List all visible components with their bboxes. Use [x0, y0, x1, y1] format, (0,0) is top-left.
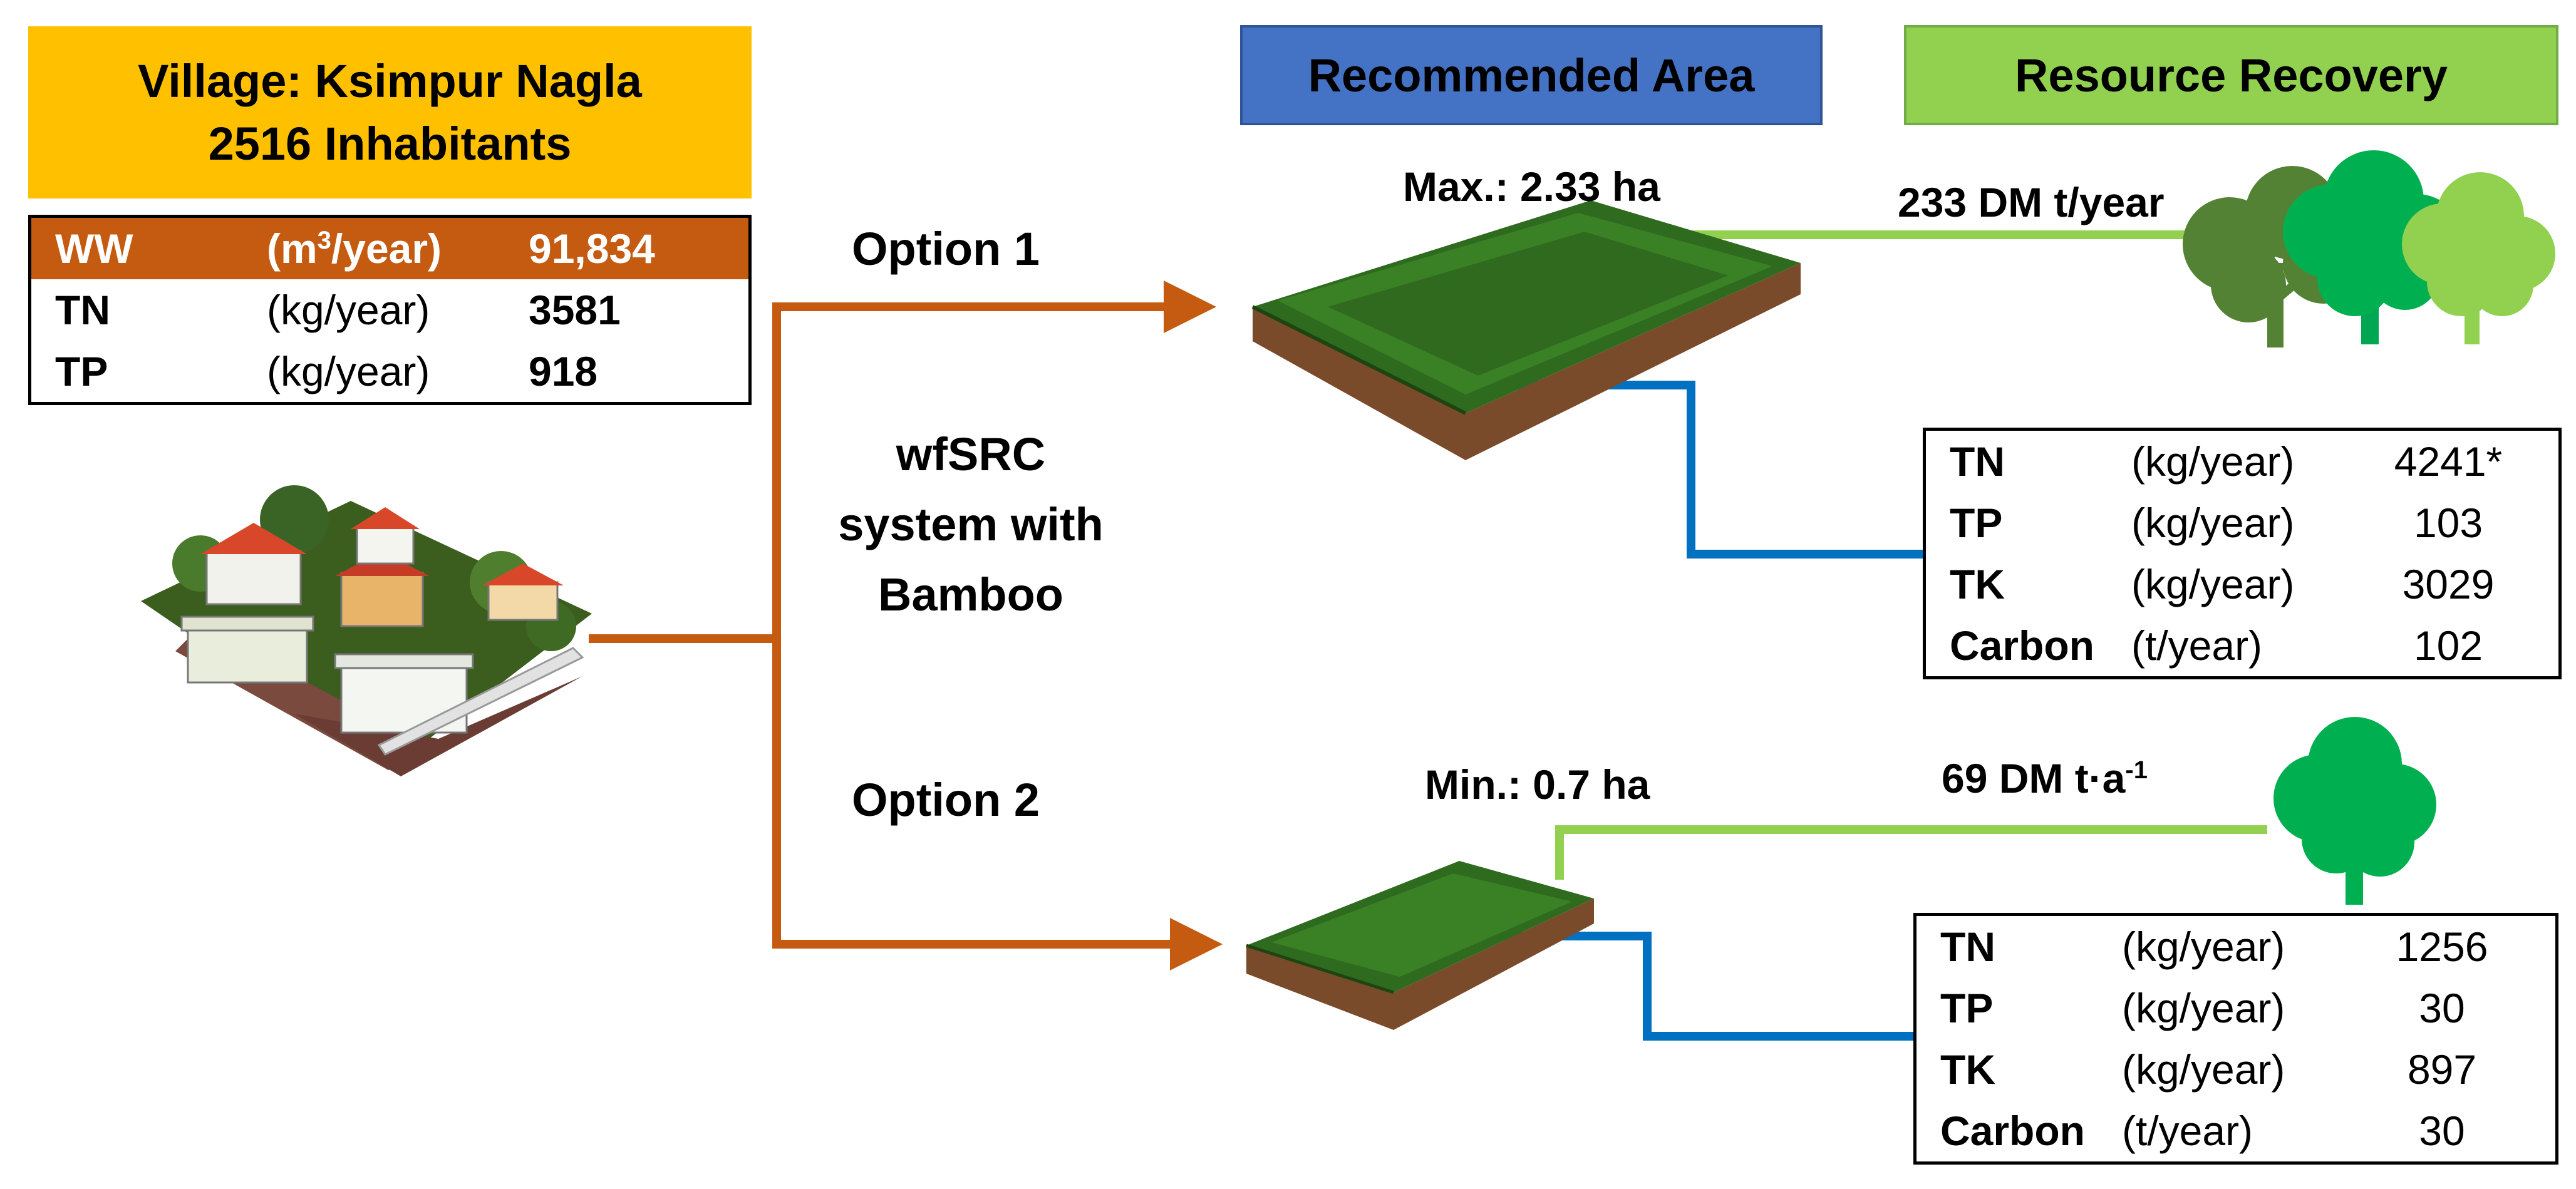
option2-recovery-table: TN (kg/year) 1256 TP (kg/year) 30 TK (kg… — [1913, 913, 2558, 1165]
unit-cell: (kg/year) — [2131, 561, 2295, 607]
param-cell: TP — [1950, 500, 2003, 546]
unit-cell: (kg/year) — [2122, 985, 2285, 1031]
param-cell: TP — [55, 348, 108, 394]
value-cell: 897 — [2407, 1046, 2477, 1093]
table-row: TK (kg/year) 897 — [1915, 1039, 2557, 1100]
tree-icon — [2402, 172, 2555, 344]
unit-cell: (kg/year) — [267, 348, 430, 394]
value-cell: 30 — [2419, 1108, 2465, 1154]
value-cell: 1256 — [2396, 924, 2488, 970]
village-illustration — [141, 485, 592, 776]
option1-recovery-table: TN (kg/year) 4241* TP (kg/year) 103 TK (… — [1923, 428, 2562, 679]
table-row: WW (m3/year) 91,834 — [29, 216, 750, 279]
param-cell: TN — [1950, 438, 2005, 485]
unit-cell: (kg/year) — [2131, 438, 2295, 485]
value-cell: 3029 — [2402, 561, 2495, 607]
unit-cell: (kg/year) — [267, 287, 430, 333]
recommended-area-header: Recommended Area — [1240, 25, 1823, 125]
table-row: TN (kg/year) 4241* — [1925, 430, 2560, 493]
bamboo-plot-large — [1251, 200, 1801, 460]
option2-biomass: 69 DM t·a-1 — [1942, 755, 2148, 801]
option2-biomass-line — [1555, 825, 2267, 880]
value-cell: 3581 — [529, 287, 621, 333]
param-cell: Carbon — [1940, 1108, 2085, 1154]
option2-area: Min.: 0.7 ha — [1425, 761, 1650, 808]
value-cell: 918 — [529, 348, 598, 394]
option2-label: Option 2 — [851, 774, 1040, 826]
option1-biomass: 233 DM t/year — [1898, 179, 2165, 225]
param-cell: TN — [1940, 924, 1995, 970]
param-cell: TP — [1940, 985, 1994, 1031]
value-cell: 4241* — [2394, 438, 2503, 485]
table-row: TN (kg/year) 3581 — [30, 279, 750, 341]
option1-label: Option 1 — [851, 223, 1040, 275]
unit-cell: (m3/year) — [243, 216, 505, 279]
param-cell: TK — [1940, 1046, 1995, 1093]
table-row: TN (kg/year) 1256 — [1915, 915, 2557, 978]
system-label-line: Bamboo — [878, 569, 1063, 620]
resource-recovery-header: Resource Recovery — [1904, 25, 2558, 125]
unit-cell: (t/year) — [2131, 622, 2263, 669]
value-cell: 103 — [2413, 500, 2483, 546]
value-cell: 91,834 — [505, 216, 750, 279]
param-cell: WW — [29, 216, 243, 279]
unit-cell: (kg/year) — [2122, 924, 2285, 970]
table-row: Carbon (t/year) 30 — [1915, 1100, 2557, 1163]
unit-cell: (t/year) — [2122, 1108, 2253, 1154]
tree-icon — [2273, 717, 2436, 905]
table-row: TK (kg/year) 3029 — [1925, 553, 2560, 615]
option1-area: Max.: 2.33 ha — [1403, 163, 1660, 210]
value-cell: 30 — [2419, 985, 2465, 1031]
system-label: wfSRC system with Bamboo — [777, 419, 1165, 630]
param-cell: Carbon — [1950, 622, 2094, 669]
village-name: Village: Ksimpur Nagla — [138, 54, 642, 107]
table-row: Carbon (t/year) 102 — [1925, 615, 2560, 678]
value-cell: 102 — [2413, 622, 2483, 669]
village-header: Village: Ksimpur Nagla 2516 Inhabitants — [28, 26, 752, 198]
unit-cell: (kg/year) — [2122, 1046, 2285, 1093]
system-label-line: system with — [838, 498, 1104, 550]
system-label-line: wfSRC — [896, 428, 1046, 480]
village-inhabitants: 2516 Inhabitants — [208, 117, 572, 170]
wastewater-table: WW (m3/year) 91,834 TN (kg/year) 3581 TP… — [28, 215, 752, 405]
param-cell: TN — [55, 287, 110, 333]
param-cell: TK — [1950, 561, 2005, 607]
table-row: TP (kg/year) 918 — [30, 341, 750, 404]
table-row: TP (kg/year) 30 — [1915, 977, 2557, 1039]
table-row: TP (kg/year) 103 — [1925, 492, 2560, 553]
bamboo-plot-small — [1246, 861, 1594, 1030]
unit-cell: (kg/year) — [2131, 500, 2295, 546]
